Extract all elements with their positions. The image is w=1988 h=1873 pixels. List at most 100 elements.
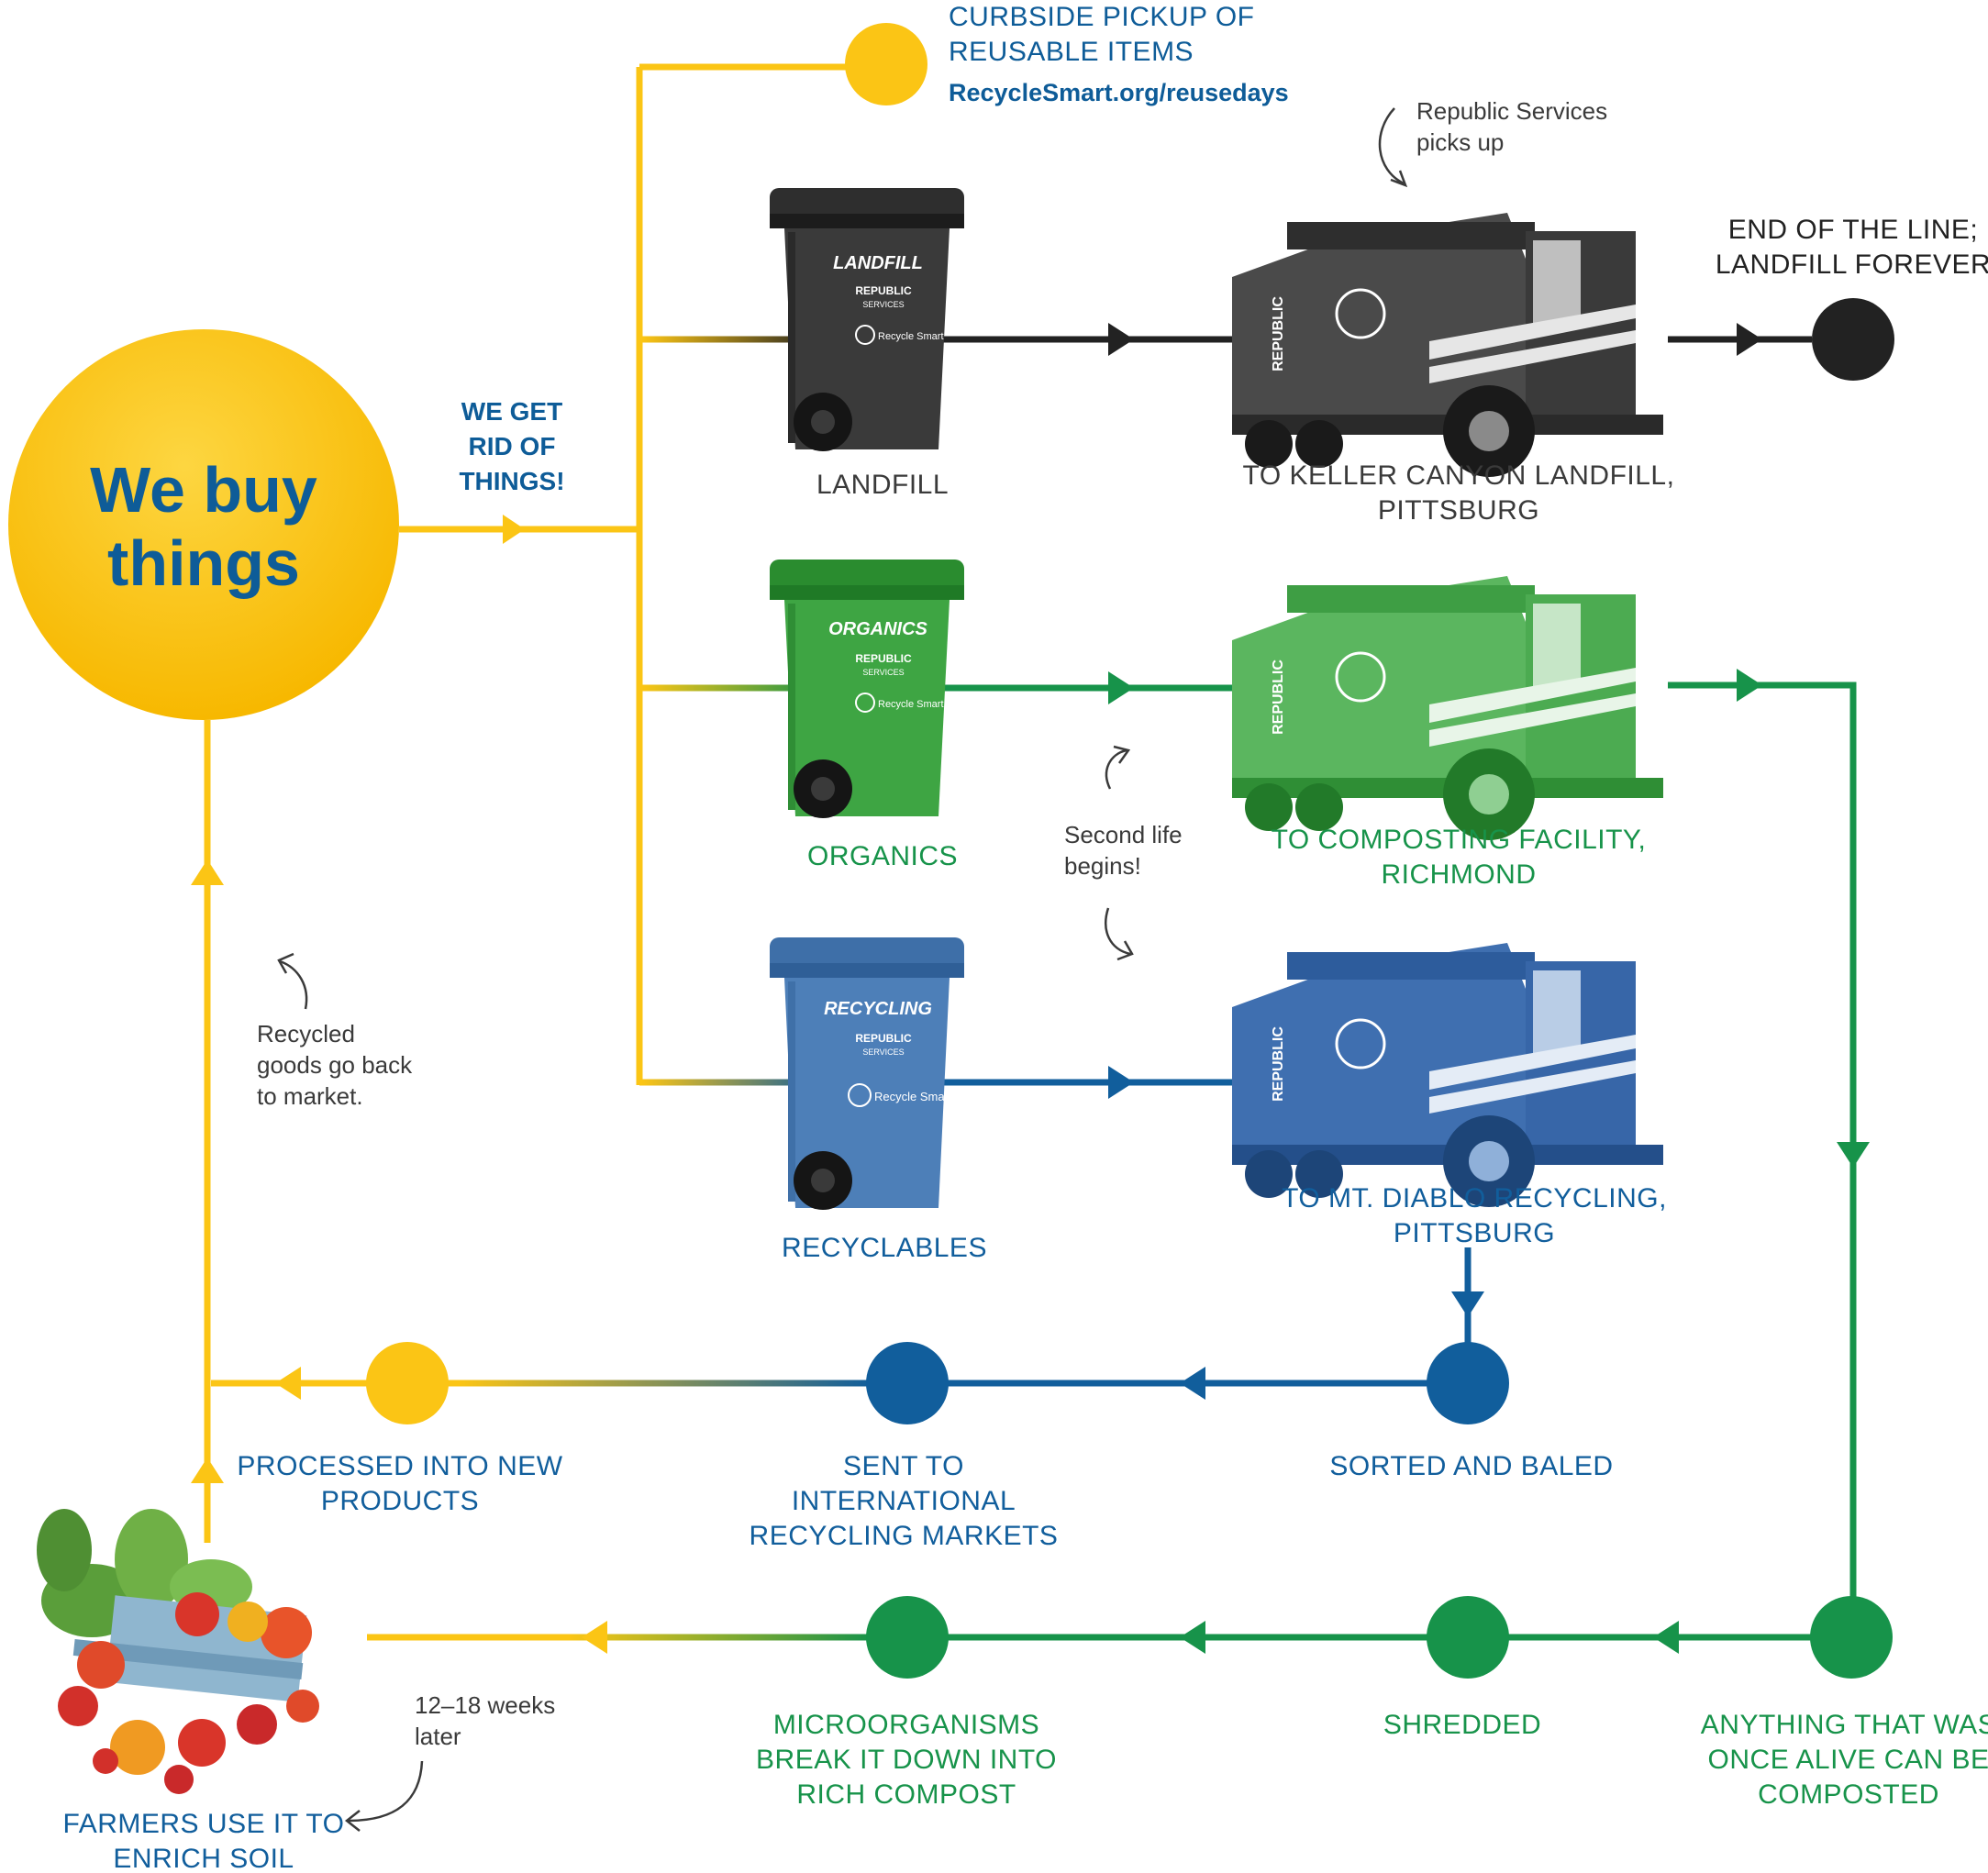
get-rid-line3: THINGS! — [459, 467, 564, 495]
recycle-smart-icon — [855, 693, 875, 713]
arrow-right-icon — [1108, 323, 1134, 356]
processed-line1: PROCESSED INTO NEW — [237, 1451, 562, 1481]
landfill-truck-line2: PITTSBURG — [1378, 495, 1539, 526]
weeks-note: 12–18 weeks later — [344, 1691, 555, 1832]
arrow-left-icon — [582, 1621, 607, 1654]
sent-line1: SENT TO — [843, 1451, 964, 1481]
landfill-truck-brand: REPUBLIC — [1271, 296, 1286, 371]
micro-line2: BREAK IT DOWN INTO — [756, 1745, 1057, 1775]
organics-truck-brand: REPUBLIC — [1271, 659, 1286, 735]
landfill-truck: REPUBLIC — [1232, 213, 1663, 477]
anything-line2: ONCE ALIVE CAN BE — [1708, 1745, 1988, 1775]
organics-bin-logo: Recycle Smart — [878, 699, 944, 710]
anything-line1: ANYTHING THAT WAS — [1701, 1710, 1988, 1740]
organics-bin-sub: SERVICES — [862, 668, 904, 677]
landfill-bin-lid-label: LANDFILL — [833, 253, 923, 273]
weeks-line2: later — [415, 1723, 461, 1750]
curved-arrow-icon — [279, 959, 308, 1010]
arrow-right-icon — [1108, 1066, 1134, 1099]
curved-arrow-icon — [1378, 107, 1405, 185]
get-rid-line1: WE GET — [461, 397, 562, 426]
weeks-line1: 12–18 weeks — [415, 1691, 555, 1719]
organics-truck-line1: TO COMPOSTING FACILITY, — [1272, 825, 1647, 855]
landfill-bin-sub: SERVICES — [862, 300, 904, 309]
sent-line2: INTERNATIONAL — [792, 1486, 1016, 1516]
recycled-back-note: Recycled goods go back to market. — [257, 952, 413, 1110]
recycling-bin-sub: SERVICES — [862, 1047, 904, 1057]
organics-bin: ORGANICS REPUBLIC SERVICES Recycle Smart — [770, 560, 964, 818]
shredded-node — [1427, 1596, 1509, 1679]
organics-truck: REPUBLIC — [1232, 576, 1663, 840]
recycling-bin-lid-label: RECYCLING — [824, 999, 932, 1019]
anything-line3: COMPOSTED — [1758, 1779, 1939, 1810]
vegetable-crate-image — [37, 1509, 319, 1794]
curved-arrow-icon — [348, 1760, 424, 1823]
sent-label: SENT TO INTERNATIONAL RECYCLING MARKETS — [750, 1451, 1059, 1551]
republic-note-line1: Republic Services — [1416, 97, 1607, 125]
arrow-up-icon — [191, 1457, 224, 1483]
sorted-label: SORTED AND BALED — [1329, 1451, 1613, 1481]
curbside-line2: REUSABLE ITEMS — [949, 37, 1194, 67]
recycling-bin-logo: Recycle Smart — [874, 1090, 952, 1103]
sent-node — [866, 1342, 949, 1424]
end-line-line2: LANDFILL FOREVER — [1716, 249, 1988, 280]
landfill-truck-line1: TO KELLER CANYON LANDFILL, — [1243, 460, 1675, 491]
curved-arrow-icon — [1105, 907, 1131, 956]
second-life-line1: Second life — [1064, 821, 1183, 848]
arrow-right-icon — [1737, 669, 1762, 702]
sorted-node — [1427, 1342, 1509, 1424]
arrow-right-icon — [1737, 323, 1762, 356]
end-line-line1: END OF THE LINE; — [1728, 215, 1979, 245]
micro-line1: MICROORGANISMS — [773, 1710, 1039, 1740]
processed-node — [366, 1342, 449, 1424]
recycling-truck: REPUBLIC — [1232, 943, 1663, 1207]
organics-truck-line2: RICHMOND — [1382, 859, 1537, 890]
republic-note-line2: picks up — [1416, 128, 1504, 156]
farmers-label: FARMERS USE IT TO ENRICH SOIL — [63, 1809, 345, 1873]
recyclables-caption: RECYCLABLES — [782, 1233, 987, 1263]
arrow-right-icon — [1108, 671, 1134, 704]
processed-line2: PRODUCTS — [321, 1486, 479, 1516]
recycled-back-line2: goods go back — [257, 1051, 413, 1079]
landfill-bin: LANDFILL REPUBLIC SERVICES Recycle Smart — [770, 188, 964, 451]
hub-title-line2: things — [107, 527, 300, 599]
hub-circle — [8, 329, 399, 720]
processed-label: PROCESSED INTO NEW PRODUCTS — [237, 1451, 562, 1516]
micro-node — [866, 1596, 949, 1679]
organics-caption: ORGANICS — [807, 841, 958, 871]
get-rid-label: WE GET RID OF THINGS! — [459, 397, 564, 495]
second-life-line2: begins! — [1064, 852, 1141, 880]
curbside-line1: CURBSIDE PICKUP OF — [949, 2, 1255, 32]
arrow-up-icon — [191, 859, 224, 885]
flow-nodes — [366, 23, 1894, 1679]
recycle-smart-icon — [848, 1083, 872, 1107]
recycling-truck-brand: REPUBLIC — [1271, 1026, 1286, 1102]
recycled-back-line3: to market. — [257, 1082, 363, 1110]
anything-label: ANYTHING THAT WAS ONCE ALIVE CAN BE COMP… — [1701, 1710, 1988, 1810]
farmers-line2: ENRICH SOIL — [113, 1844, 294, 1873]
hub-title-line1: We buy — [90, 454, 317, 526]
curbside-label: CURBSIDE PICKUP OF REUSABLE ITEMS Recycl… — [949, 2, 1289, 106]
sent-line3: RECYCLING MARKETS — [750, 1521, 1059, 1551]
curbside-link[interactable]: RecycleSmart.org/reusedays — [949, 79, 1289, 106]
hub: We buy things — [8, 329, 399, 720]
second-life-note: Second life begins! — [1064, 745, 1183, 961]
landfill-caption: LANDFILL — [816, 470, 949, 500]
arrow-right-icon — [503, 515, 525, 544]
recycled-back-line1: Recycled — [257, 1020, 355, 1047]
arrow-left-icon — [1653, 1621, 1679, 1654]
recycling-truck-line2: PITTSBURG — [1394, 1218, 1555, 1248]
organics-bin-brand: REPUBLIC — [855, 652, 912, 665]
get-rid-line2: RID OF — [469, 432, 556, 460]
arrow-left-icon — [1180, 1621, 1205, 1654]
shredded-label: SHREDDED — [1383, 1710, 1541, 1740]
arrow-down-icon — [1837, 1142, 1870, 1168]
arrow-left-icon — [275, 1367, 301, 1400]
recycling-truck-line1: TO MT. DIABLO RECYCLING, — [1282, 1183, 1667, 1214]
recycling-bin: RECYCLING REPUBLIC SERVICES Recycle Smar… — [770, 937, 964, 1210]
landfill-bin-brand: REPUBLIC — [855, 284, 912, 297]
micro-line3: RICH COMPOST — [796, 1779, 1016, 1810]
farmers-line1: FARMERS USE IT TO — [63, 1809, 345, 1839]
